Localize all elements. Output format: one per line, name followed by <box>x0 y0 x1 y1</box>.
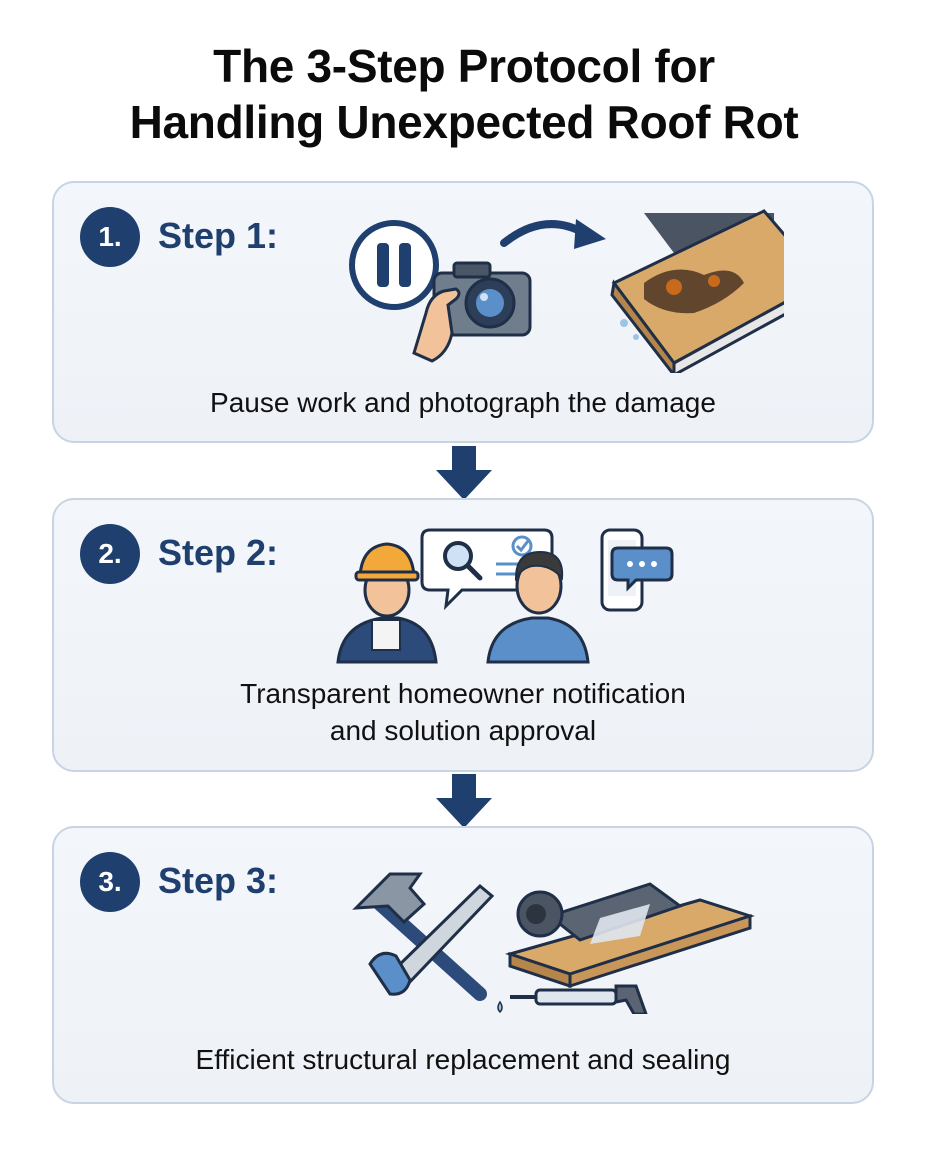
step-3-label: Step 3: <box>158 860 279 901</box>
saw-icon <box>368 883 495 996</box>
title-line-2: Handling Unexpected Roof Rot <box>129 96 799 148</box>
underlayment-roll-and-plywood-icon <box>504 882 755 989</box>
caulk-gun-icon <box>497 984 648 1014</box>
rotted-roof-icon <box>610 209 784 373</box>
step-2-illustration <box>336 528 674 664</box>
step-1-card: 1. Step 1: <box>52 181 874 443</box>
step-1-illustration <box>349 209 784 373</box>
hand-icon <box>412 287 461 363</box>
step-3-description: Efficient structural replacement and sea… <box>195 1044 731 1075</box>
title-line-1: The 3-Step Protocol for <box>213 40 715 92</box>
homeowner-icon <box>486 550 590 664</box>
step-2-description-line-1: Transparent homeowner notification <box>240 678 686 709</box>
hammer-icon <box>352 872 487 1001</box>
down-arrow-1 <box>436 446 492 500</box>
down-arrow-2 <box>436 774 492 828</box>
step-3-badge: 3. <box>80 852 140 912</box>
step-2-card: 2. Step 2: <box>52 498 874 772</box>
curved-arrow-icon <box>500 219 606 249</box>
step-1-badge: 1. <box>80 207 140 267</box>
step-3-card: 3. Step 3: Efficient st <box>52 826 874 1104</box>
infographic-title: The 3-Step Protocol for Handling Unexpec… <box>0 38 928 150</box>
step-2-description-line-2: and solution approval <box>329 715 597 746</box>
camera-icon <box>432 261 532 337</box>
contractor-icon <box>336 542 438 664</box>
smartphone-message-icon <box>600 528 674 612</box>
step-1-label: Step 1: <box>158 215 279 256</box>
step-1-description: Pause work and photograph the damage <box>210 387 716 418</box>
step-2-badge: 2. <box>80 524 140 584</box>
step-3-illustration <box>352 872 755 1014</box>
step-2-label: Step 2: <box>158 532 279 573</box>
pause-icon <box>349 220 439 310</box>
